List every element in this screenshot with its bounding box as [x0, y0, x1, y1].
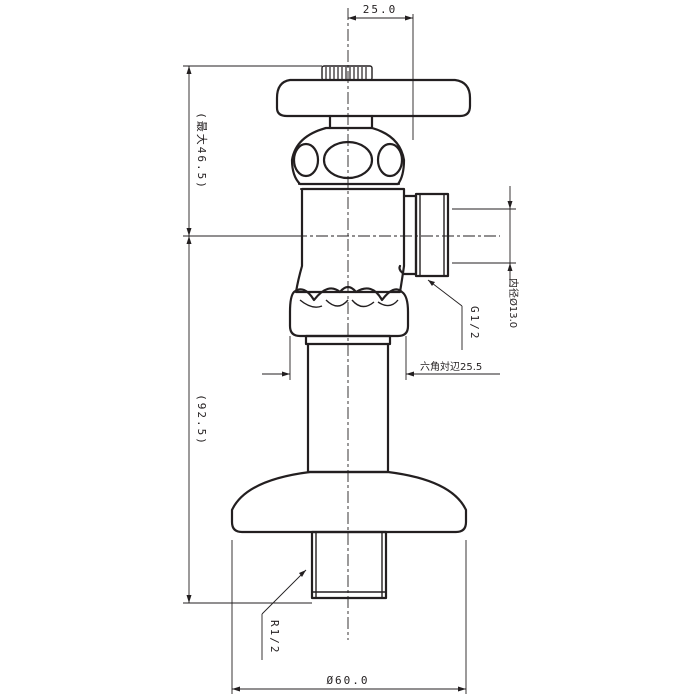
dim-label-hex-width: 六角対辺25.5: [420, 360, 482, 373]
hex-ridge-4: [377, 299, 399, 307]
inlet-thread: [310, 530, 388, 600]
inlet-thread-body: [310, 530, 388, 600]
dimension-body-height: (92.5): [183, 236, 312, 604]
hex-nut: [288, 285, 410, 338]
shank-collar: [304, 334, 392, 346]
outlet-thread: [414, 192, 450, 278]
dim-label-body-height: (92.5): [195, 394, 208, 446]
dim-label-outlet-thread: G1/2: [468, 306, 481, 341]
dim-label-top-width: 25.0: [363, 3, 398, 16]
dim-label-inlet-thread: R1/2: [268, 620, 281, 655]
dimension-hex-width: 六角対辺25.5: [262, 336, 500, 380]
bonnet-lobe-center: [322, 140, 374, 180]
dim-label-flange-diameter: Ø60.0: [326, 674, 369, 687]
valve-handle: [275, 65, 472, 118]
handle-cap: [275, 78, 472, 118]
valve-body: [294, 187, 450, 294]
body-main: [294, 187, 406, 294]
valve-bonnet: [290, 114, 406, 190]
dimension-outlet-diameter: 内径Ø13.0: [452, 186, 520, 328]
dim-label-outlet-diameter: 内径Ø13.0: [507, 278, 520, 328]
dimension-max-height: (最大46.5): [183, 65, 322, 237]
knurl-lines: [325, 67, 367, 79]
hex-ridge-2: [325, 299, 349, 307]
bonnet-lobe-right: [376, 142, 404, 178]
hex-ridge-1: [299, 299, 323, 308]
bonnet-lobe-left: [292, 142, 320, 178]
wall-flange: [230, 470, 468, 534]
dimension-top-width: 25.0: [348, 3, 414, 140]
dimension-flange-diameter: Ø60.0: [231, 540, 467, 694]
hex-ridge-3: [351, 299, 375, 308]
outlet-port: [398, 194, 418, 276]
dim-label-max-height: (最大46.5): [195, 112, 209, 190]
leader-outlet-thread: G1/2: [427, 279, 481, 350]
leader-inlet-thread: R1/2: [261, 569, 307, 660]
hex-nut-body: [288, 285, 410, 338]
